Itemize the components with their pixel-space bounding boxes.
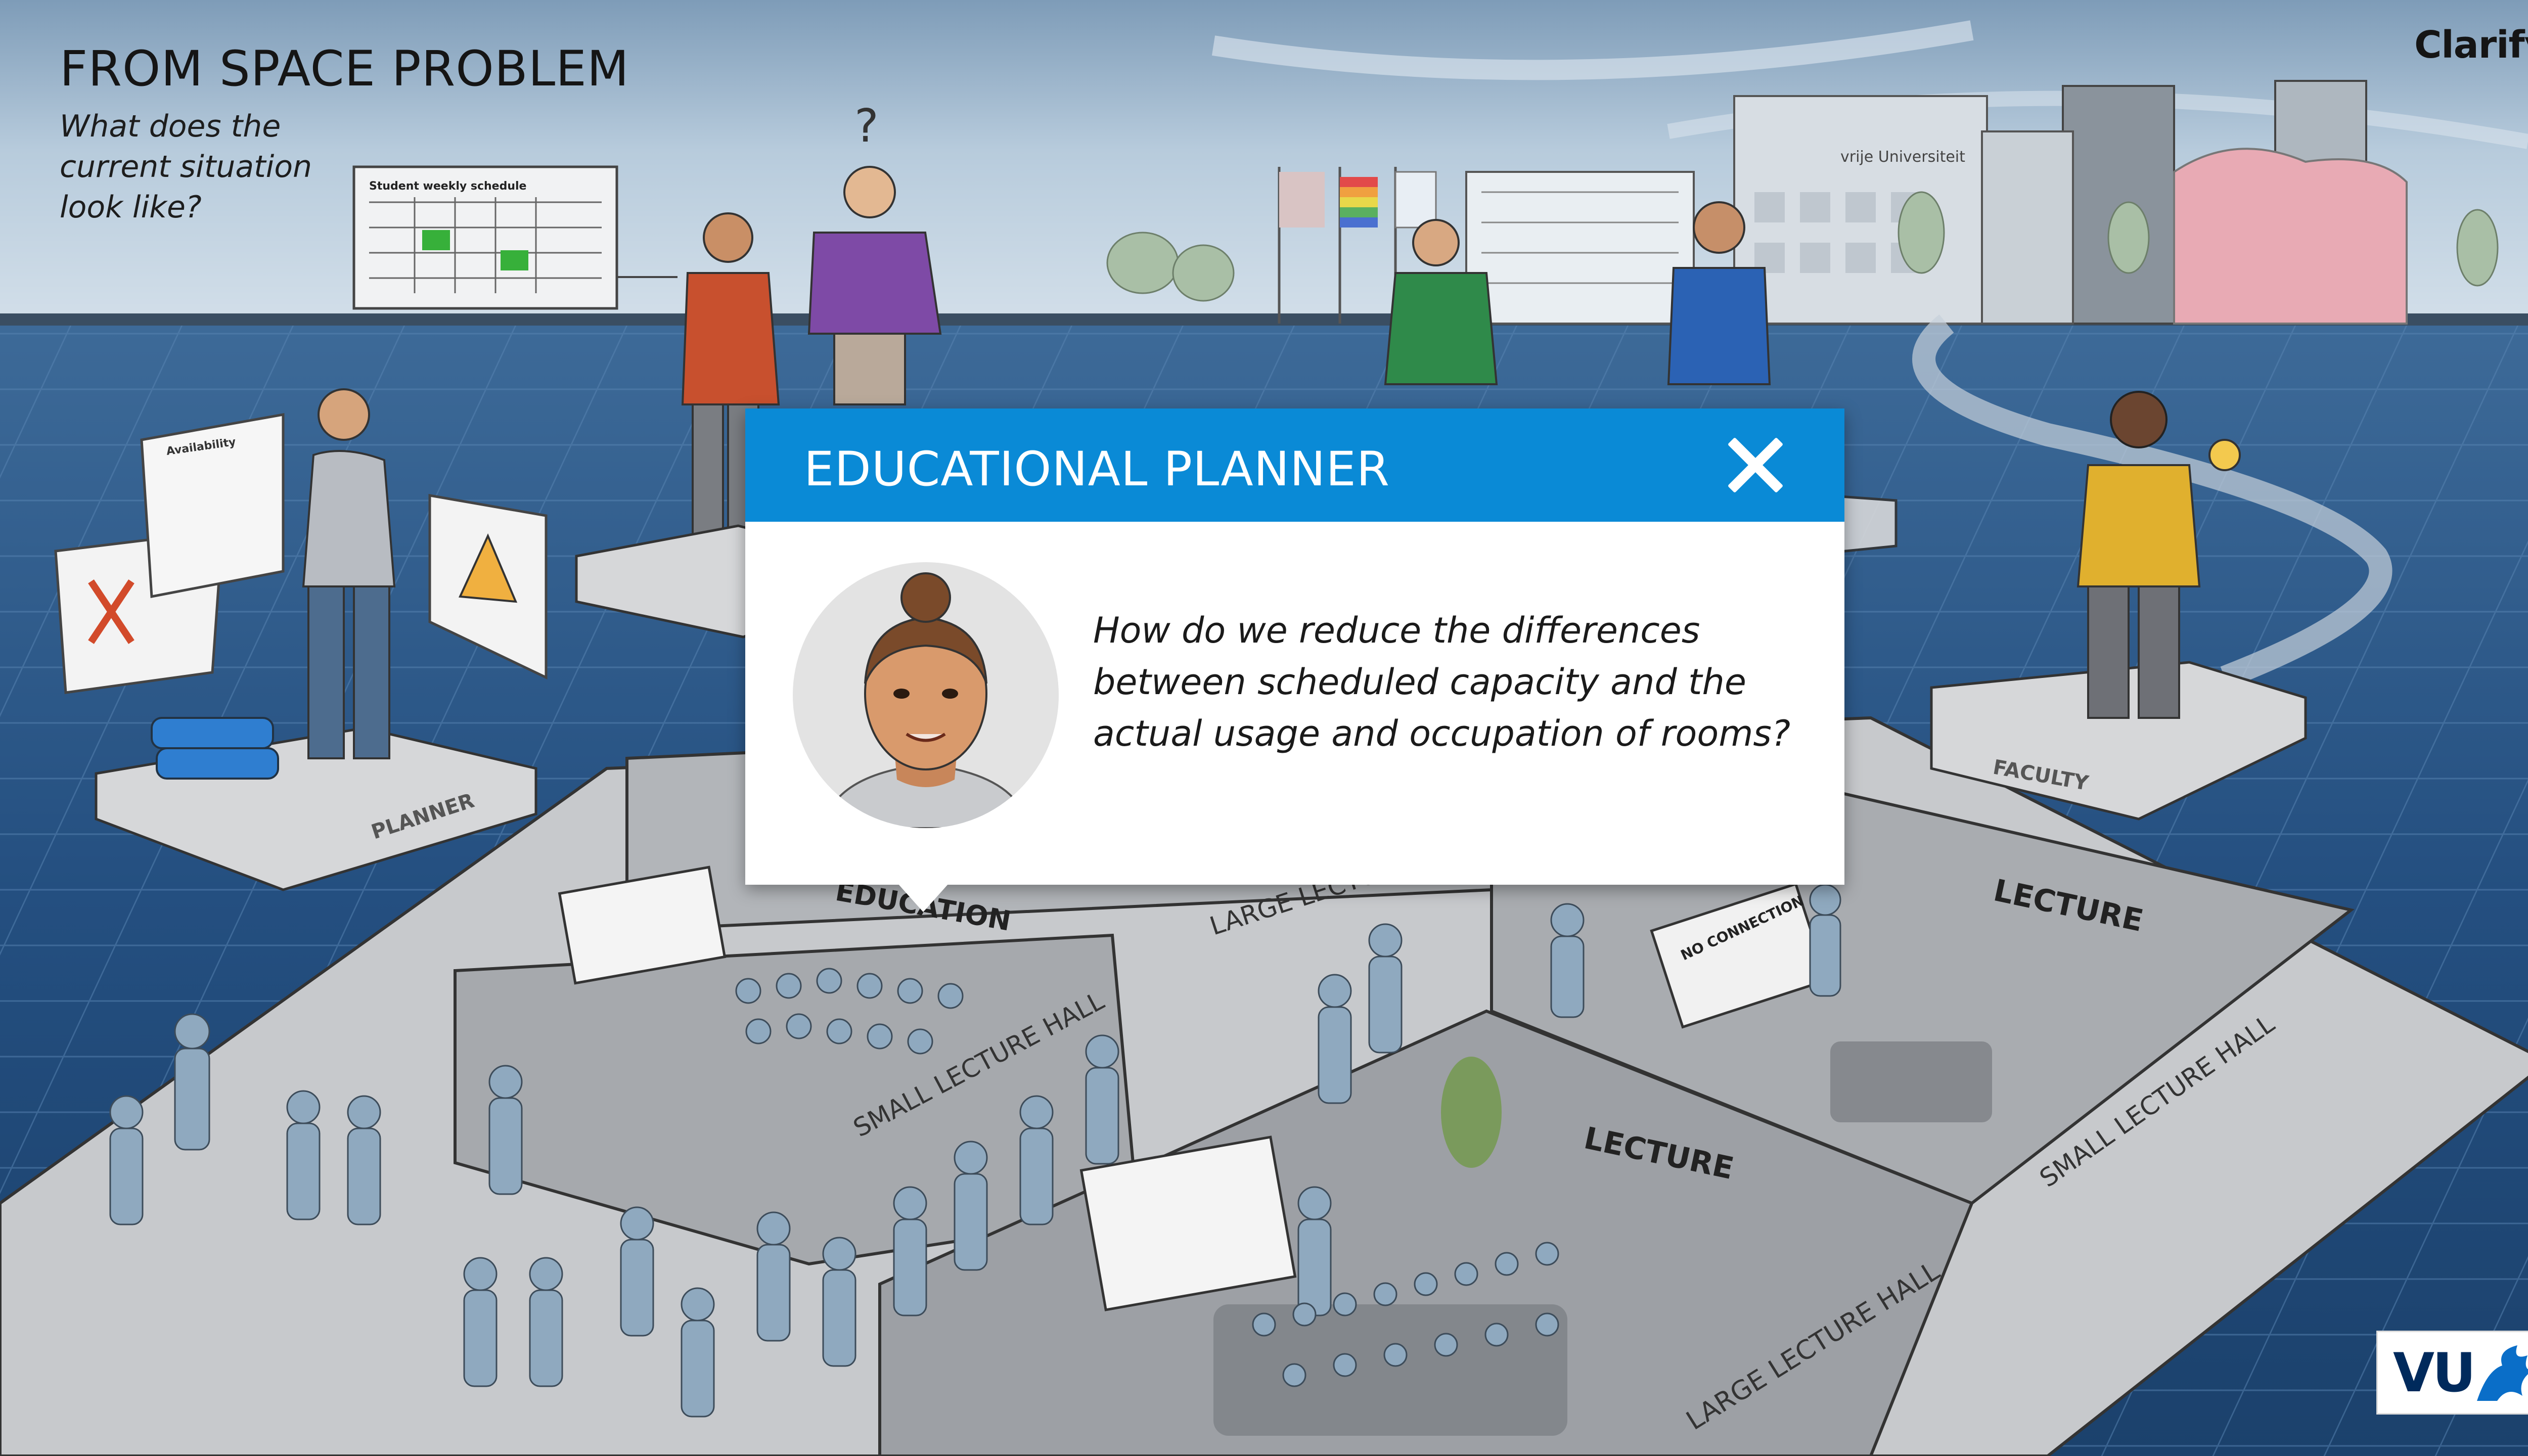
crowd — [109, 884, 1841, 1418]
question-mark: ? — [854, 100, 879, 153]
vu-logo-text: VU — [2393, 1341, 2476, 1404]
planner-platform: PLANNER Availability — [54, 388, 548, 891]
building-sign: vrije Universiteit — [1840, 148, 1965, 166]
subtitle-line: What does the — [60, 108, 281, 144]
vu-logo: VU — [2376, 1331, 2528, 1415]
avatar — [793, 562, 1059, 828]
heading-block: FROM SPACE PROBLEM What does the current… — [60, 42, 629, 228]
page-title: FROM SPACE PROBLEM — [60, 40, 629, 97]
dialog-question: How do we reduce the differences between… — [1093, 605, 1801, 759]
city-skyline: vrije Universiteit — [1106, 80, 2499, 689]
close-icon[interactable] — [1724, 434, 1787, 496]
subtitle-line: look like? — [60, 189, 202, 225]
schedule-title: Student weekly schedule — [369, 180, 526, 193]
question-line: between scheduled capacity and the — [1093, 661, 1746, 703]
dialog-header: EDUCATIONAL PLANNER — [745, 408, 1844, 522]
page-subtitle: What does the current situation look lik… — [60, 106, 343, 228]
persona-dialog: EDUCATIONAL PLANNER How do we reduce the… — [745, 408, 1844, 885]
griffin-icon — [2477, 1345, 2528, 1401]
planner-portrait — [793, 562, 1059, 828]
schedule-board: Student weekly schedule — [352, 165, 678, 310]
dialog-pointer — [898, 884, 949, 912]
subtitle-line: current situation — [60, 149, 312, 185]
question-line: How do we reduce the differences — [1093, 610, 1700, 651]
question-line: actual usage and occupation of rooms? — [1093, 713, 1791, 754]
dialog-title: EDUCATIONAL PLANNER — [804, 442, 1390, 497]
clarify-logo: Clarify — [2414, 23, 2528, 67]
